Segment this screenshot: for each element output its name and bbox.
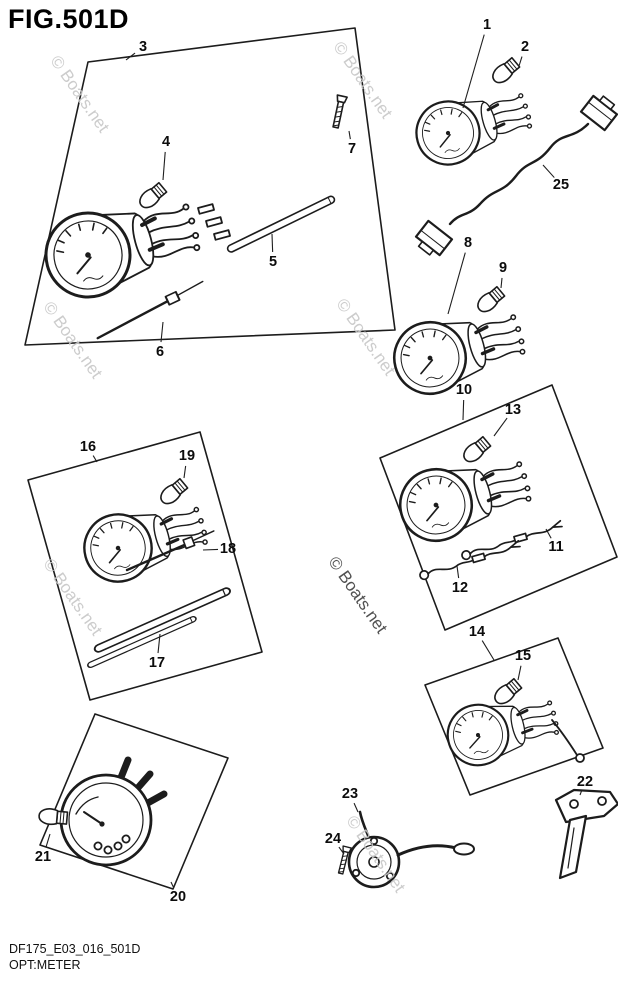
part-number-1[interactable]: 1 bbox=[483, 17, 491, 33]
figure-title: FIG.501D bbox=[8, 4, 130, 34]
leader-line-6 bbox=[160, 321, 164, 343]
bulb-19-illustration bbox=[156, 476, 190, 509]
leader-line-10 bbox=[462, 399, 465, 421]
leader-line-20 bbox=[170, 881, 175, 889]
rod-17-illustration bbox=[92, 585, 233, 655]
meter-3-illustration bbox=[34, 183, 209, 309]
meter-kit-3-group bbox=[24, 27, 396, 346]
bulb-9-illustration bbox=[473, 284, 507, 317]
bracket-22-illustration bbox=[554, 788, 618, 880]
ring-terminal-icon bbox=[575, 753, 585, 763]
part-number-5[interactable]: 5 bbox=[269, 254, 277, 270]
leader-line-19 bbox=[183, 465, 187, 479]
part-number-2[interactable]: 2 bbox=[521, 39, 529, 55]
part-number-16[interactable]: 16 bbox=[80, 439, 96, 455]
part-number-25[interactable]: 25 bbox=[553, 177, 569, 193]
screw-7-illustration bbox=[329, 94, 349, 130]
part-number-10[interactable]: 10 bbox=[456, 382, 472, 398]
leader-line-1 bbox=[462, 34, 485, 109]
meter-10-illustration bbox=[390, 444, 539, 551]
bullet-connector-icon bbox=[213, 229, 231, 241]
bulb-4-illustration bbox=[135, 180, 169, 213]
kit-box-20 bbox=[39, 713, 229, 890]
lead-wire-12-illustration bbox=[417, 539, 523, 582]
part-number-3[interactable]: 3 bbox=[139, 39, 147, 55]
figure-caption: OPT:METER bbox=[9, 958, 81, 972]
part-number-18[interactable]: 18 bbox=[220, 541, 236, 557]
bullet-connector-icon bbox=[197, 203, 215, 215]
bulb-2-illustration bbox=[488, 55, 522, 88]
leader-line-9 bbox=[500, 277, 503, 289]
leader-line-3 bbox=[125, 52, 136, 61]
meter-20-illustration bbox=[59, 756, 168, 867]
meter-kit-14-group bbox=[424, 637, 604, 796]
part-number-7[interactable]: 7 bbox=[348, 141, 356, 157]
bulb-15-illustration bbox=[490, 676, 524, 709]
meter-kit-16-group bbox=[27, 431, 263, 701]
leader-line-15 bbox=[517, 665, 522, 681]
leader-line-24 bbox=[338, 846, 345, 855]
part-number-17[interactable]: 17 bbox=[149, 655, 165, 671]
meter-kit-20-group bbox=[37, 713, 229, 890]
sender-stem bbox=[358, 810, 371, 840]
figure-code: DF175_E03_016_501D bbox=[9, 942, 141, 956]
bullet-connector-icon bbox=[205, 216, 223, 228]
part-number-15[interactable]: 15 bbox=[515, 648, 531, 664]
harness-25-illustration bbox=[414, 94, 618, 257]
part-number-11[interactable]: 11 bbox=[548, 539, 563, 555]
leader-line-13 bbox=[493, 417, 508, 437]
part-number-23[interactable]: 23 bbox=[342, 786, 358, 802]
leader-line-16 bbox=[92, 455, 98, 463]
leader-line-5 bbox=[271, 233, 274, 253]
part-number-20[interactable]: 20 bbox=[170, 889, 186, 905]
part-number-6[interactable]: 6 bbox=[156, 344, 164, 360]
rod-5-illustration bbox=[225, 194, 337, 255]
leader-line-23 bbox=[353, 802, 359, 813]
part-number-19[interactable]: 19 bbox=[179, 448, 195, 464]
meter-14-wire bbox=[551, 719, 578, 756]
leader-line-2 bbox=[518, 56, 523, 67]
leader-line-22 bbox=[579, 791, 582, 796]
meter-kit-10-group bbox=[379, 384, 618, 631]
sender-arm bbox=[396, 844, 458, 857]
figure-footer: DF175_E03_016_501D OPT:METER bbox=[9, 941, 140, 973]
part-number-22[interactable]: 22 bbox=[577, 774, 593, 790]
part-number-12[interactable]: 12 bbox=[452, 580, 468, 596]
leader-line-14 bbox=[481, 640, 495, 661]
leader-line-21 bbox=[45, 833, 51, 848]
leader-line-7 bbox=[348, 130, 351, 140]
leader-line-4 bbox=[162, 151, 166, 181]
part-number-14[interactable]: 14 bbox=[469, 624, 485, 640]
kit-box-16 bbox=[27, 431, 263, 701]
leader-line-18 bbox=[202, 548, 219, 551]
harness-wire bbox=[448, 122, 590, 226]
sender-23-group bbox=[335, 810, 475, 889]
leader-line-11 bbox=[545, 528, 552, 539]
bulb-13-illustration bbox=[459, 434, 493, 467]
meter-1-illustration bbox=[407, 78, 539, 174]
part-number-4[interactable]: 4 bbox=[162, 134, 170, 150]
part-callouts-layer: 1234567891011121314151617181920212223242… bbox=[35, 17, 593, 905]
part-number-21[interactable]: 21 bbox=[35, 849, 51, 865]
part-number-13[interactable]: 13 bbox=[505, 402, 521, 418]
part-number-9[interactable]: 9 bbox=[499, 260, 507, 276]
part-number-8[interactable]: 8 bbox=[464, 235, 472, 251]
leader-line-25 bbox=[542, 164, 555, 178]
leader-line-17 bbox=[157, 633, 161, 654]
part-number-24[interactable]: 24 bbox=[325, 831, 341, 847]
kit-box-14 bbox=[424, 637, 604, 796]
leader-line-12 bbox=[456, 565, 460, 579]
leader-line-8 bbox=[447, 252, 466, 315]
